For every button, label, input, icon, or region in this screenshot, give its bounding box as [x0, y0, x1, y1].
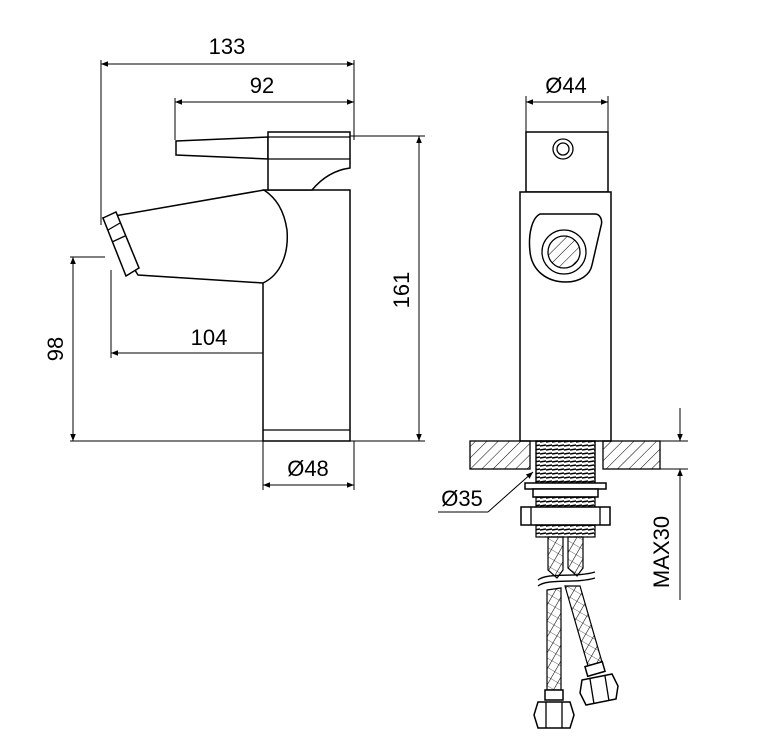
leader-line [487, 471, 534, 513]
hose-lower-left [546, 587, 562, 691]
washer-inner [532, 488, 599, 498]
dim-spout-height: 98 [43, 337, 68, 361]
dim-total-height: 161 [389, 272, 414, 309]
dim-overall-width: 133 [209, 34, 246, 59]
front-view: Ø44 Ø35 MAX30 [438, 73, 688, 729]
hose-upper-left [547, 536, 564, 579]
set-screw-hole [552, 138, 574, 160]
hex-nut-right [579, 673, 619, 706]
countertop-left [469, 440, 531, 470]
handle-lever [175, 136, 269, 160]
threaded-shank [535, 440, 596, 484]
hose-ferrule-left [544, 689, 564, 701]
hex-nut-left [533, 701, 575, 729]
dim-shank-diameter: Ø35 [441, 486, 483, 511]
hose-ferrule-right [584, 660, 606, 678]
shank-lower [535, 496, 596, 508]
break-line [537, 577, 596, 587]
dim-handle-reach: 92 [250, 73, 274, 98]
hose-upper-right [567, 536, 584, 577]
break-line [537, 571, 596, 581]
hose-lower-right [564, 585, 603, 667]
aerator-mesh [547, 235, 581, 269]
hex-edge [604, 675, 610, 702]
dim-base-diameter: Ø48 [287, 456, 329, 481]
dim-max-deck-thickness: MAX30 [649, 516, 674, 588]
cartridge-block [267, 131, 351, 191]
spout-side [101, 189, 289, 284]
hex-edge [589, 678, 595, 705]
fixing-nut [520, 506, 611, 526]
countertop-right [602, 440, 661, 470]
washer [524, 482, 607, 490]
dim-spout-reach: 104 [191, 325, 228, 350]
dim-body-diameter: Ø44 [545, 73, 587, 98]
aerator-line [111, 235, 126, 243]
head-block-front [525, 131, 609, 193]
aerator-line [107, 222, 121, 231]
set-screw-hole-inner [556, 142, 570, 156]
aerator-ring [541, 229, 587, 275]
side-view: 133 92 161 98 104 Ø48 [43, 34, 425, 490]
shank-end [535, 524, 596, 538]
